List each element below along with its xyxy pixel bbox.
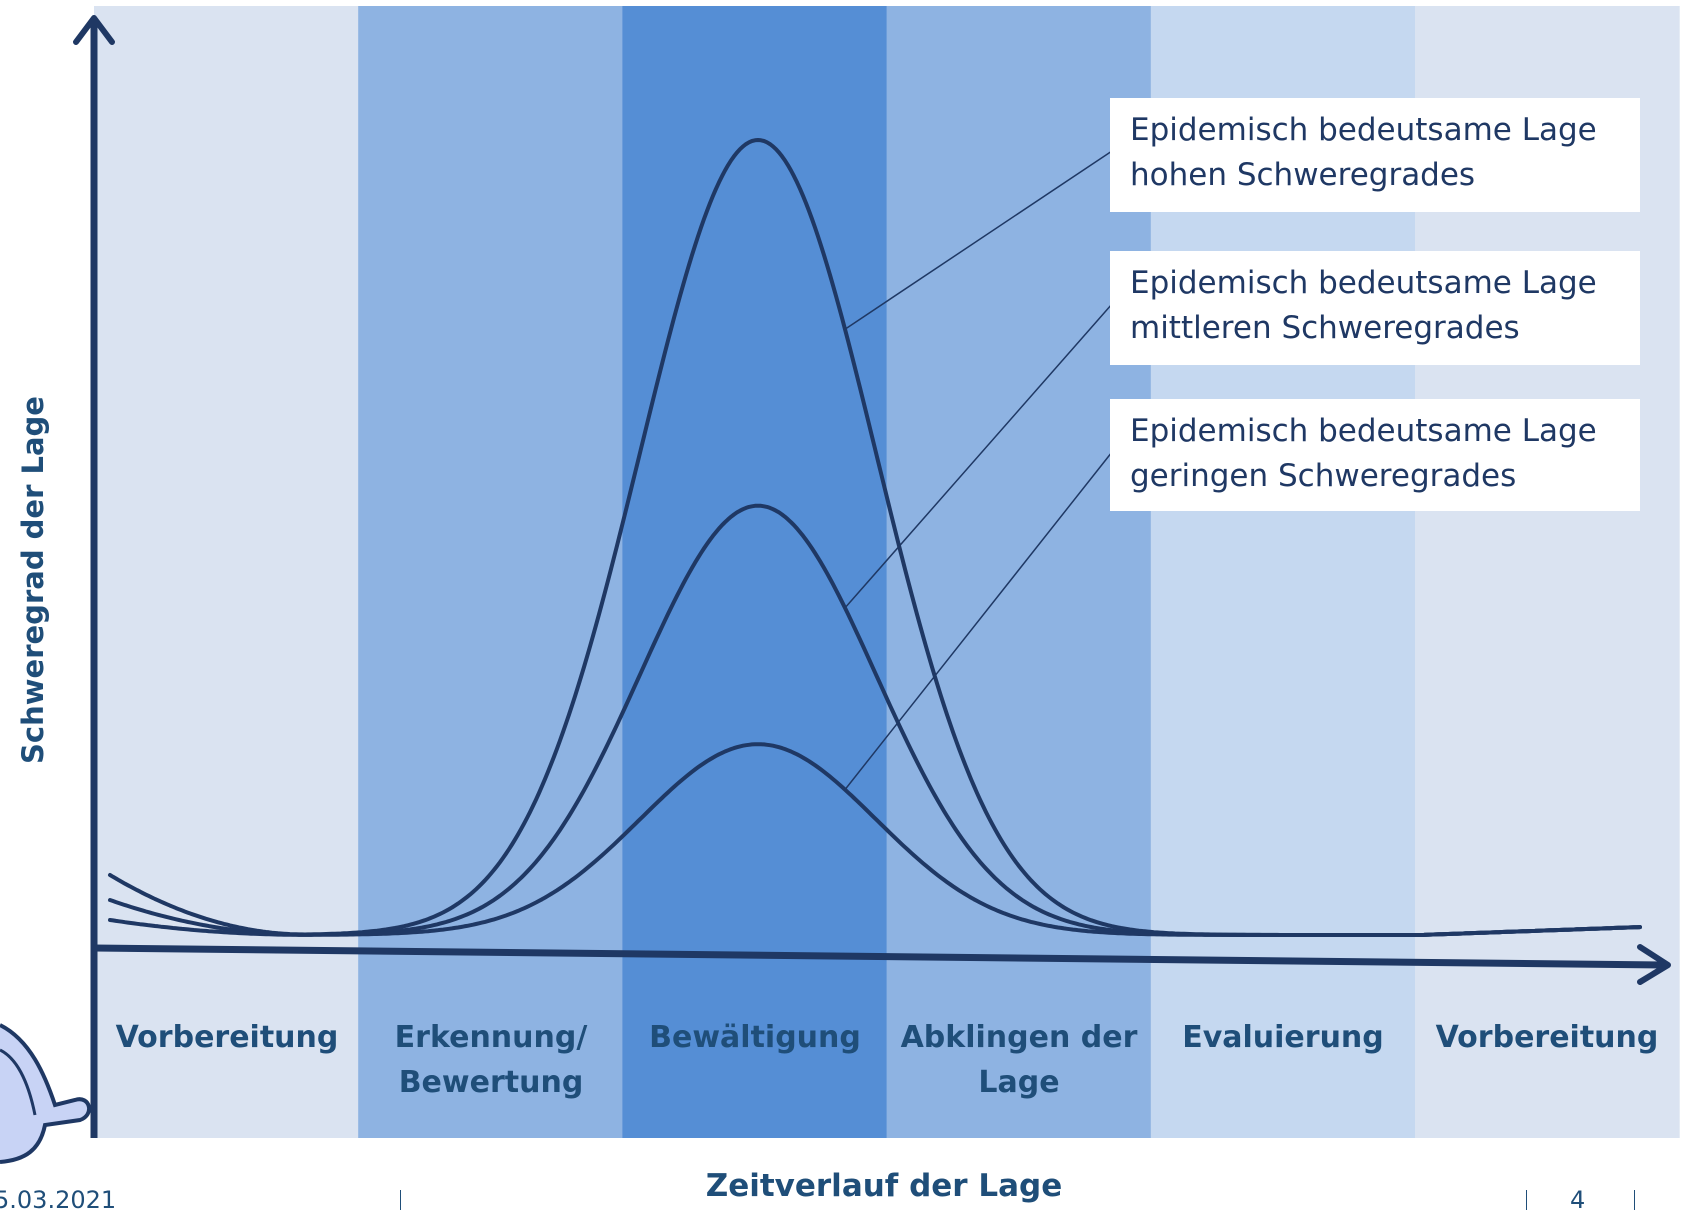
phase-label-bewaeltigung: Bewältigung bbox=[622, 1015, 888, 1060]
phase-label-line: Erkennung/ bbox=[394, 1020, 588, 1055]
phase-band-1 bbox=[358, 6, 623, 1138]
footer-divider bbox=[400, 1190, 401, 1210]
phase-label-line: Abklingen der bbox=[900, 1020, 1138, 1055]
footer-date: 5.03.2021 bbox=[0, 1186, 117, 1214]
legend-line: Epidemisch bedeutsame Lage bbox=[1130, 112, 1597, 148]
phase-label-abklingen: Abklingen der Lage bbox=[886, 1015, 1152, 1105]
phase-label-vorbereitung: Vorbereitung bbox=[94, 1015, 360, 1060]
legend-box-gering: Epidemisch bedeutsame Lage geringen Schw… bbox=[1110, 399, 1640, 511]
footer-page-number: 4 bbox=[1570, 1186, 1586, 1214]
leader-line-gering bbox=[844, 451, 1113, 791]
phase-band-2 bbox=[622, 6, 888, 1138]
x-axis-label: Zeitverlauf der Lage bbox=[705, 1168, 1063, 1204]
legend-box-mittel: Epidemisch bedeutsame Lage mittleren Sch… bbox=[1110, 251, 1640, 365]
x-axis bbox=[93, 944, 1666, 969]
legend-line: Epidemisch bedeutsame Lage bbox=[1130, 413, 1597, 449]
phase-label-line: Evaluierung bbox=[1182, 1020, 1384, 1055]
leader-line-hoch bbox=[844, 150, 1113, 330]
phase-band-3 bbox=[886, 6, 1152, 1138]
phase-label-line: Lage bbox=[978, 1065, 1060, 1100]
legend-line: geringen Schweregrades bbox=[1130, 458, 1517, 494]
y-axis-arrowhead bbox=[73, 15, 115, 45]
severity-curve-gering bbox=[108, 742, 1642, 937]
phase-label-line: Bewertung bbox=[398, 1065, 584, 1100]
phase-label-line: Bewältigung bbox=[649, 1020, 861, 1055]
y-axis-label-text: Schweregrad der Lage bbox=[16, 396, 50, 764]
legend-line: mittleren Schweregrades bbox=[1130, 310, 1520, 346]
x-axis-arrowhead bbox=[1637, 944, 1671, 985]
phase-label-line: Vorbereitung bbox=[115, 1020, 339, 1055]
legend-line: Epidemisch bedeutsame Lage bbox=[1130, 265, 1597, 301]
phase-band-0 bbox=[94, 6, 359, 1138]
leader-line-mittel bbox=[844, 303, 1113, 609]
phase-label-line: Vorbereitung bbox=[1435, 1020, 1659, 1055]
phase-label-vorbereitung-2: Vorbereitung bbox=[1414, 1015, 1680, 1060]
phase-label-erkennung: Erkennung/ Bewertung bbox=[358, 1015, 624, 1105]
legend-line: hohen Schweregrades bbox=[1130, 157, 1476, 193]
footer-divider bbox=[1634, 1190, 1635, 1210]
legend-box-hoch: Epidemisch bedeutsame Lage hohen Schwere… bbox=[1110, 98, 1640, 212]
phase-label-evaluierung: Evaluierung bbox=[1150, 1015, 1416, 1060]
mascot-figure bbox=[0, 1023, 91, 1164]
footer-divider bbox=[1526, 1190, 1527, 1210]
